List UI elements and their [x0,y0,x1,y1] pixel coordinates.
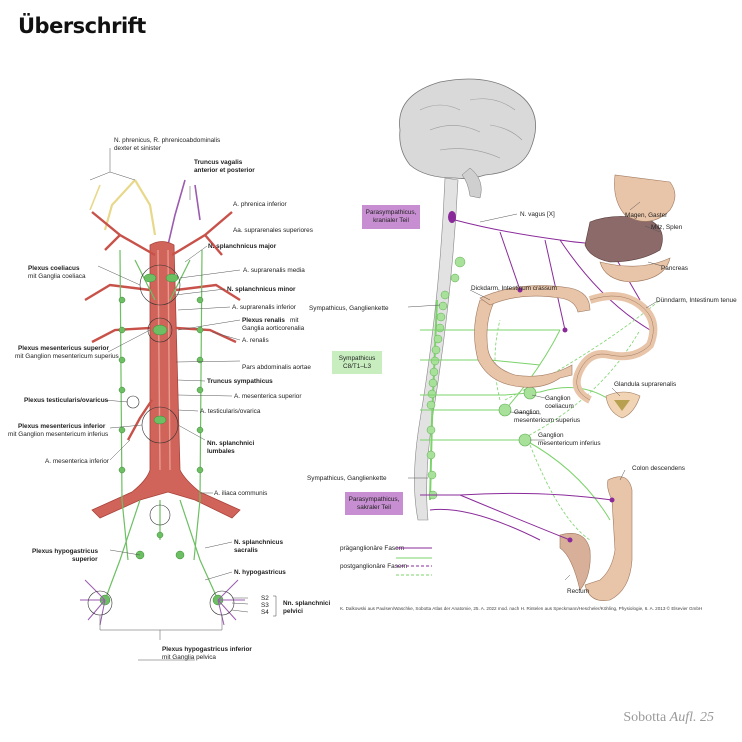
label-truncus-vagalis: Truncus vagalis [194,159,243,166]
box-para-cranial-line2: kranialer Teil [373,217,409,224]
stomach [614,174,676,222]
label-truncus-vagalis-2: anterior et posterior [194,167,255,174]
label-colon-desc: Colon descendens [632,465,685,472]
label-glandula: Glandula suprarenalis [614,381,676,388]
label-ganglion-mes-inf: mit Ganglion mesentericum inferius [8,431,108,438]
label-symp-kette-1: Sympathicus, Ganglienkette [309,305,389,312]
label-phrenicus: N. phrenicus, R. phrenicoabdominalis [114,137,220,144]
brand-logo: Sobotta Aufl. 25 [623,710,714,726]
box-para-sacral: Parasympathicus,sakraler Teil [345,492,403,515]
label-splanchnicus-minor: N. splanchnicus minor [227,286,296,293]
label-phrenicus-2: dexter et sinister [114,145,162,152]
label-phrenica-inf: A. phrenica inferior [233,201,288,208]
label-pars-abdominalis: Pars abdominalis aortae [242,364,311,371]
legend: präganglionäre Fasern postganglionäre Fa… [340,545,432,576]
vagus-nucleus [448,211,456,223]
brand-name: Sobotta [623,710,667,725]
label-s3: S3 [261,602,269,609]
label-truncus-symp: Truncus sympathicus [207,378,273,385]
brand-edition: Aufl. 25 [669,710,714,725]
label-ganglion-mes-sup: mit Ganglion mesentericum superius [15,353,119,360]
label-rectum: Rectum [567,588,589,595]
label-a-testicularis: A. testicularis/ovarica [200,408,261,415]
label-s4: S4 [261,609,269,616]
box-para-sacral-line2: sakraler Teil [357,503,391,511]
box-symp-line1: Sympathicus [338,354,376,362]
box-para-cranial: Parasympathicus,kranialer Teil [362,205,420,229]
autonomic-diagram [399,78,676,601]
label-magen: Magen, Gaster [625,212,668,219]
large-intestine [474,299,573,388]
rectum-shape [559,533,591,591]
label-g-mes-sup: Ganglion [514,409,540,416]
label-n-splanch-sacr: N. splanchnicus [234,539,283,546]
right-labels: N. vagus [X] Magen, Gaster Milz, Splen P… [307,211,737,595]
label-plexus-testicularis: Plexus testicularis/ovaricus [24,397,109,404]
label-ganglia-aorticorenalia: Ganglia aorticorenalia [242,325,305,332]
label-dickdarm: Dickdarm, Intestinum crassum [471,285,557,292]
left-labels: N. phrenicus, R. phrenicoabdominalis dex… [8,137,330,661]
label-n-hypogastricus: N. hypogastricus [234,569,286,576]
box-para-cranial-line1: Parasympathicus, [365,209,417,216]
label-splanchnicus-major: N. splanchnicus major [208,243,277,250]
label-suprarenalis-inf: A. suprarenalis inferior [232,304,297,311]
label-suprarenalis-media: A. suprarenalis media [243,267,305,274]
legend-post-label: postganglionäre Fasern [340,563,408,570]
credit-line: K. Dalkowski aus Paulsen/Waschke, Sobott… [340,606,703,611]
label-plexus-renalis: Plexus renalis [242,317,285,324]
label-ganglia-pelvica: mit Ganglia pelvica [162,654,216,661]
label-ganglia-coeliaca: mit Ganglia coeliaca [28,273,86,280]
label-symp-kette-2: Sympathicus, Ganglienkette [307,475,387,482]
label-n-vagus: N. vagus [X] [520,211,555,218]
pancreas-shape [599,257,671,283]
label-plexus-coeliacus: Plexus coeliacus [28,265,80,272]
legend-pre-label: präganglionäre Fasern [340,545,405,552]
label-a-mes-sup: A. mesenterica superior [234,393,302,400]
page-title: Überschrift [18,14,146,38]
label-plexus-renalis-mit: mit [290,317,299,324]
label-g-mes-inf: Ganglion [538,432,564,439]
label-nn-splanch-pelv-2: pelvici [283,608,303,615]
label-g-mes-sup-2: mesentericum superius [514,417,580,424]
label-a-renalis: A. renalis [242,337,269,344]
label-g-coeliacum-2: coeliacum [545,403,574,410]
label-g-mes-inf-2: mesentericum inferius [538,440,601,447]
label-suprarenales-sup: Aa. suprarenales superiores [233,227,313,234]
label-nn-splanch-lumb: Nn. splanchnici [207,440,254,447]
label-pancreas: Pancreas [661,265,688,272]
label-nn-splanch-lumb-2: lumbales [207,448,235,455]
label-plexus-hypo-sup: Plexus hypogastricus [32,548,99,555]
label-duenndarm: Dünndarm, Intestinum tenue [656,297,737,304]
label-milz: Milz, Splen [651,224,683,231]
aorta-diagram [80,148,249,661]
label-a-mes-inf: A. mesenterica inferior [45,458,110,465]
label-plexus-hypo-inf: Plexus hypogastricus inferior [162,646,252,653]
label-plexus-mes-sup: Plexus mesentericus superior [18,345,109,352]
label-g-coeliacum: Ganglion [545,395,571,402]
label-s2: S2 [261,595,269,602]
label-plexus-mes-inf: Plexus mesentericus inferior [18,423,106,430]
box-para-sacral-line1: Parasympathicus, [348,495,400,503]
label-a-iliaca: A. iliaca communis [214,490,267,497]
label-plexus-hypo-sup-2: superior [72,556,98,563]
box-symp-line2: C8/T1–L3 [342,362,372,370]
label-n-splanch-sacr-2: sacralis [234,547,258,554]
label-nn-splanch-pelv: Nn. splanchnici [283,600,330,607]
brain-icon [399,78,536,179]
